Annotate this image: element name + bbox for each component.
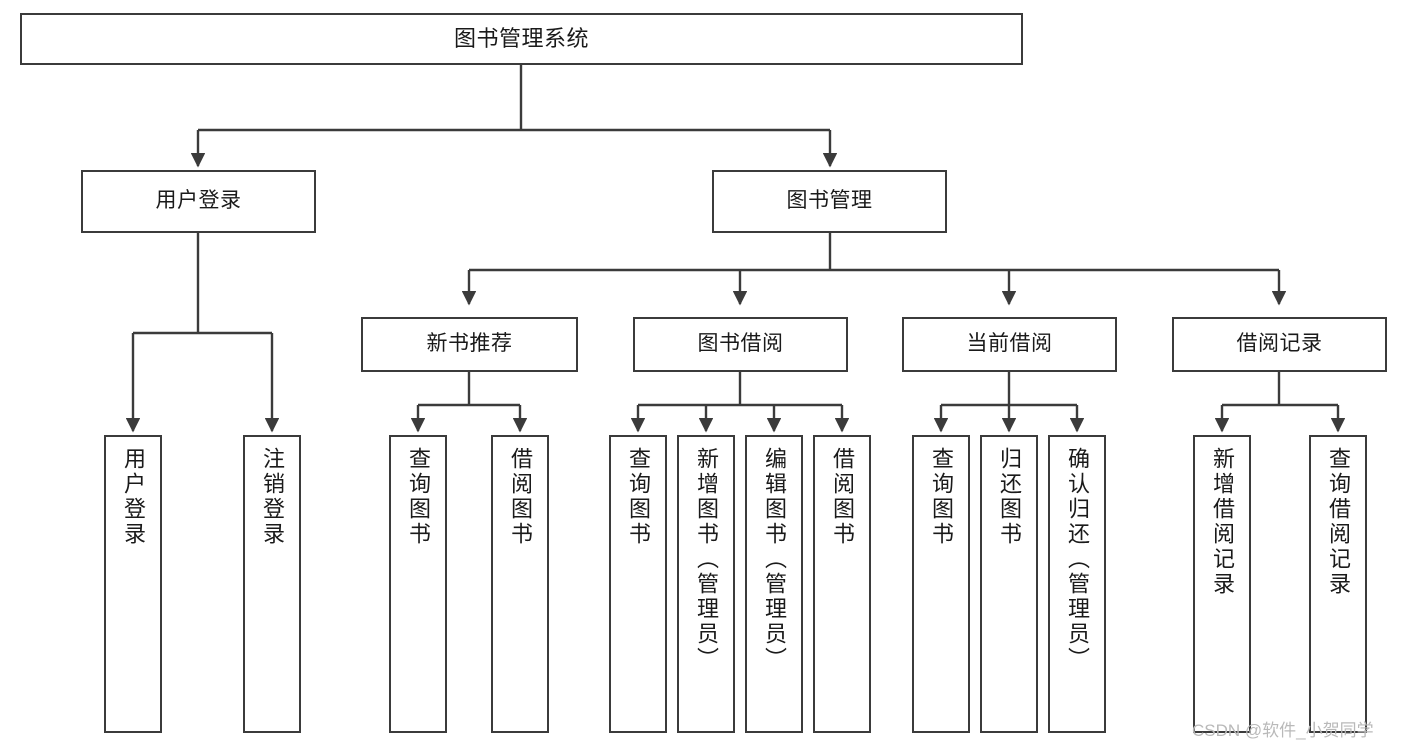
node-label: 借阅图书 [508,447,533,547]
node-label: 查询图书 [406,447,431,547]
leaf-query-borrow-record[interactable]: 查询借阅记录 [1309,435,1367,733]
csdn-watermark: CSDN @软件_小贺同学 [1192,721,1374,740]
node-label: 用户登录 [121,447,146,547]
node-label: 图书借阅 [697,332,784,356]
leaf-edit-book-admin[interactable]: 编辑图书（管理员） [745,435,803,733]
node-label: 查询图书 [626,447,651,547]
node-book-management[interactable]: 图书管理 [712,170,947,233]
node-user-login[interactable]: 用户登录 [81,170,316,233]
node-label: 图书管理系统 [453,26,589,52]
node-label: 借阅图书 [830,447,855,547]
node-label: 图书管理 [786,189,873,213]
node-label: 编辑图书（管理员） [762,447,787,672]
leaf-add-book-admin[interactable]: 新增图书（管理员） [677,435,735,733]
leaf-add-borrow-record[interactable]: 新增借阅记录 [1193,435,1251,733]
leaf-query-book-borrow[interactable]: 查询图书 [609,435,667,733]
node-label: 借阅记录 [1236,332,1323,356]
leaf-query-book-current[interactable]: 查询图书 [912,435,970,733]
node-label: 注销登录 [260,447,285,547]
node-label: 当前借阅 [966,332,1053,356]
node-current-borrow[interactable]: 当前借阅 [902,317,1117,372]
node-book-borrow[interactable]: 图书借阅 [633,317,848,372]
node-root-book-management-system[interactable]: 图书管理系统 [20,13,1023,65]
leaf-borrow-book[interactable]: 借阅图书 [813,435,871,733]
leaf-confirm-return-admin[interactable]: 确认归还（管理员） [1048,435,1106,733]
leaf-return-book[interactable]: 归还图书 [980,435,1038,733]
node-label: 用户登录 [155,189,242,213]
leaf-query-book-recommend[interactable]: 查询图书 [389,435,447,733]
node-label: 新书推荐 [426,332,513,356]
leaf-borrow-book-recommend[interactable]: 借阅图书 [491,435,549,733]
node-label: 查询图书 [929,447,954,547]
node-label: 确认归还（管理员） [1065,447,1090,672]
node-label: 归还图书 [997,447,1022,547]
node-borrow-record[interactable]: 借阅记录 [1172,317,1387,372]
leaf-user-login[interactable]: 用户登录 [104,435,162,733]
node-label: 新增图书（管理员） [694,447,719,672]
node-label: 查询借阅记录 [1326,447,1351,597]
node-new-book-recommend[interactable]: 新书推荐 [361,317,578,372]
leaf-logout[interactable]: 注销登录 [243,435,301,733]
node-label: 新增借阅记录 [1210,447,1235,597]
